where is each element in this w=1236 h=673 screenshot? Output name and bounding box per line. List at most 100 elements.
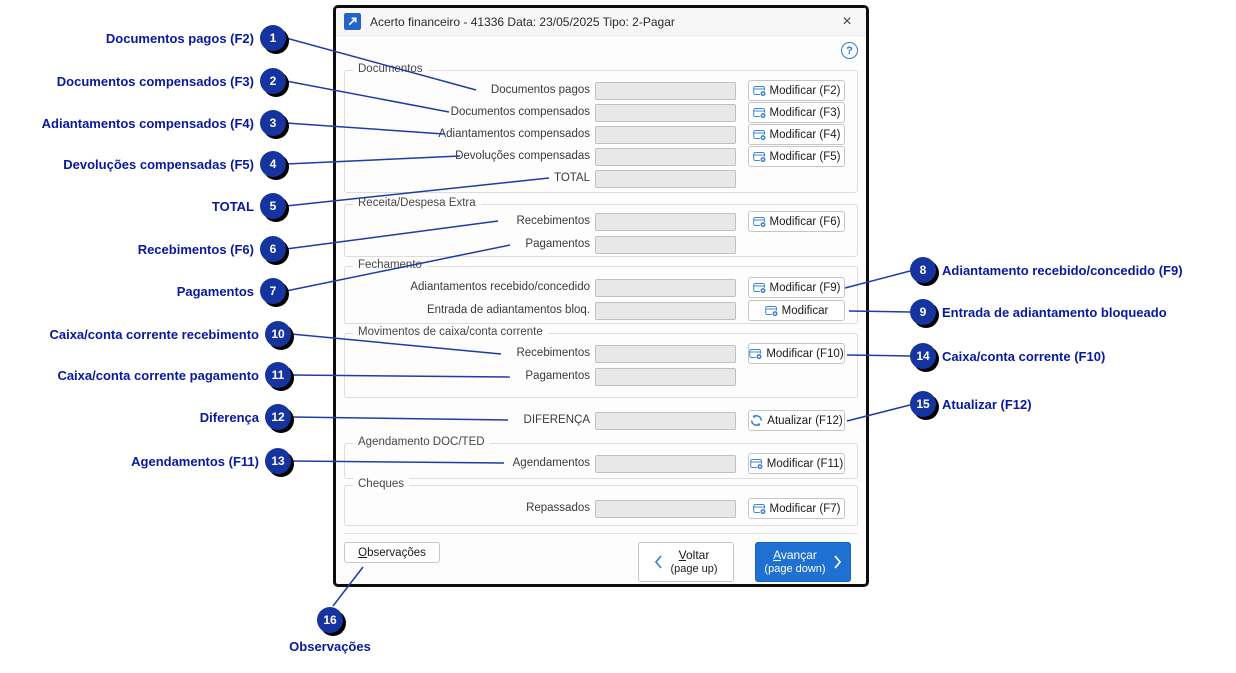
entrada-adiantamentos-bloq-input <box>595 302 736 320</box>
callout-14: 14 <box>910 343 936 369</box>
annotation-16-label: Observações <box>289 639 371 654</box>
modificar-f10-button[interactable]: Modificar (F10) <box>748 343 845 364</box>
caixa-recebimentos-label: Recebimentos <box>516 347 590 359</box>
group-cheques: Cheques <box>344 478 858 526</box>
callout-16: 16 <box>317 607 343 633</box>
modify-icon <box>752 130 766 141</box>
row-adiantamentos-compensados: Adiantamentos compensados Modificar (F4) <box>336 124 866 147</box>
annotation-8: 8 Adiantamento recebido/concedido (F9) <box>910 257 1183 283</box>
diferenca-label: DIFERENÇA <box>523 414 590 426</box>
title-bar[interactable]: Acerto financeiro - 41336 Data: 23/05/20… <box>336 8 866 36</box>
documentos-compensados-input <box>595 104 736 122</box>
agendamentos-label: Agendamentos <box>512 457 590 469</box>
diferenca-input <box>595 412 736 430</box>
documentos-compensados-label: Documentos compensados <box>450 106 590 118</box>
group-receita-label: Receita/Despesa Extra <box>353 197 481 209</box>
annotation-12: Diferença 12 <box>200 404 291 430</box>
row-caixa-pagamentos: Pagamentos <box>336 368 866 389</box>
adiantamentos-compensados-input <box>595 126 736 144</box>
row-agendamentos: Agendamentos Modificar (F11) <box>336 453 866 476</box>
modify-icon <box>752 86 766 97</box>
atualizar-f12-button[interactable]: Atualizar (F12) <box>748 410 845 431</box>
total-label: TOTAL <box>554 172 590 184</box>
modificar-f3-button[interactable]: Modificar (F3) <box>748 102 845 123</box>
modify-icon <box>749 459 763 470</box>
row-documentos-pagos: Documentos pagos Modificar (F2) <box>336 80 866 103</box>
callout-15: 15 <box>910 391 936 417</box>
group-agendamento: Agendamento DOC/TED <box>344 436 858 479</box>
window-title: Acerto financeiro - 41336 Data: 23/05/20… <box>370 14 675 29</box>
devolucoes-compensadas-input <box>595 148 736 166</box>
row-devolucoes-compensadas: Devoluções compensadas Modificar (F5) <box>336 146 866 169</box>
annotation-1: Documentos pagos (F2) 1 <box>106 25 286 51</box>
group-agendamento-label: Agendamento DOC/TED <box>353 436 490 448</box>
row-caixa-recebimentos: Recebimentos Modificar (F10) <box>336 343 866 366</box>
help-icon[interactable]: ? <box>841 42 858 59</box>
callout-9: 9 <box>910 299 936 325</box>
row-adiantamentos-recebido-concedido: Adiantamentos recebido/concedido Modific… <box>336 277 866 300</box>
callout-3: 3 <box>260 110 286 136</box>
receita-recebimentos-label: Recebimentos <box>516 215 590 227</box>
annotation-10: Caixa/conta corrente recebimento 10 <box>49 321 291 347</box>
observacoes-button[interactable]: Observações <box>344 542 440 563</box>
documentos-pagos-input <box>595 82 736 100</box>
agendamentos-input <box>595 455 736 473</box>
modificar-f6-button[interactable]: Modificar (F6) <box>748 211 845 232</box>
modificar-bloq-button[interactable]: Modificar <box>748 300 845 321</box>
row-repassados: Repassados Modificar (F7) <box>336 498 866 521</box>
callout-8: 8 <box>910 257 936 283</box>
acerto-financeiro-dialog: Acerto financeiro - 41336 Data: 23/05/20… <box>333 5 869 587</box>
callout-11: 11 <box>265 362 291 388</box>
modificar-f2-button[interactable]: Modificar (F2) <box>748 80 845 101</box>
adiantamentos-recebido-concedido-input <box>595 279 736 297</box>
callout-5: 5 <box>260 193 286 219</box>
annotation-13: Agendamentos (F11) 13 <box>131 448 291 474</box>
receita-recebimentos-input <box>595 213 736 231</box>
modificar-f9-button[interactable]: Modificar (F9) <box>748 277 845 298</box>
caixa-pagamentos-label: Pagamentos <box>525 370 590 382</box>
modify-icon <box>752 217 766 228</box>
repassados-input <box>595 500 736 518</box>
modificar-f5-button[interactable]: Modificar (F5) <box>748 146 845 167</box>
modificar-f7-button[interactable]: Modificar (F7) <box>748 498 845 519</box>
modify-icon <box>752 152 766 163</box>
group-cheques-label: Cheques <box>353 478 410 490</box>
adiantamentos-recebido-concedido-label: Adiantamentos recebido/concedido <box>410 281 590 293</box>
devolucoes-compensadas-label: Devoluções compensadas <box>455 150 590 162</box>
annotation-5: TOTAL 5 <box>212 193 286 219</box>
annotation-14: 14 Caixa/conta corrente (F10) <box>910 343 1105 369</box>
row-entrada-adiantamentos-bloq: Entrada de adiantamentos bloq. Modificar <box>336 300 866 323</box>
modify-icon <box>752 283 766 294</box>
annotation-15: 15 Atualizar (F12) <box>910 391 1032 417</box>
voltar-button[interactable]: Voltar (page up) <box>638 542 734 582</box>
caixa-recebimentos-input <box>595 345 736 363</box>
chevron-left-icon <box>655 555 663 569</box>
annotation-9: 9 Entrada de adiantamento bloqueado <box>910 299 1167 325</box>
modificar-f4-button[interactable]: Modificar (F4) <box>748 124 845 145</box>
row-total: TOTAL <box>336 170 866 191</box>
receita-pagamentos-input <box>595 236 736 254</box>
callout-4: 4 <box>260 151 286 177</box>
callout-10: 10 <box>265 321 291 347</box>
modificar-f11-button[interactable]: Modificar (F11) <box>748 453 845 474</box>
app-icon <box>344 13 361 30</box>
annotation-3: Adiantamentos compensados (F4) 3 <box>42 110 286 136</box>
annotation-4: Devoluções compensadas (F5) 4 <box>63 151 286 177</box>
annotation-2: Documentos compensados (F3) 2 <box>57 68 286 94</box>
adiantamentos-compensados-label: Adiantamentos compensados <box>438 128 590 140</box>
avancar-button[interactable]: Avançar (page down) <box>755 542 851 582</box>
chevron-right-icon <box>833 555 841 569</box>
close-icon[interactable]: × <box>836 11 858 33</box>
total-input <box>595 170 736 188</box>
callout-1: 1 <box>260 25 286 51</box>
receita-pagamentos-label: Pagamentos <box>525 238 590 250</box>
row-receita-recebimentos: Recebimentos Modificar (F6) <box>336 211 866 234</box>
annotation-6: Recebimentos (F6) 6 <box>138 236 286 262</box>
callout-13: 13 <box>265 448 291 474</box>
modify-icon <box>752 108 766 119</box>
row-diferenca: DIFERENÇA Atualizar (F12) <box>336 410 866 433</box>
row-receita-pagamentos: Pagamentos <box>336 236 866 257</box>
group-documentos-label: Documentos <box>353 63 428 75</box>
footer-divider <box>344 533 858 534</box>
row-documentos-compensados: Documentos compensados Modificar (F3) <box>336 102 866 125</box>
